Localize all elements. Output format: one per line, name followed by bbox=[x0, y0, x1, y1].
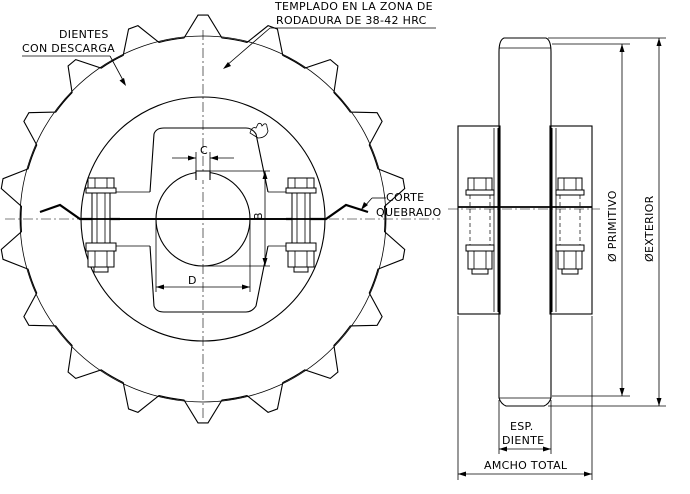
dim-c-label: C bbox=[200, 144, 208, 157]
bolt-left-nut bbox=[87, 250, 115, 268]
bolt-left-shank bbox=[91, 192, 111, 244]
leader-corte: CORTE QUEBRADO bbox=[361, 191, 441, 219]
bolt-right-nut bbox=[287, 250, 315, 268]
hub-split-upper-outline bbox=[149, 127, 269, 193]
hub-split-lower-outline bbox=[149, 245, 269, 313]
side-bolt-left bbox=[465, 177, 495, 275]
dimension-d: D bbox=[155, 219, 251, 292]
front-view: C B D DIENTES CON DESCARGA bbox=[0, 0, 441, 424]
label-exterior: ØEXTERIOR bbox=[643, 195, 656, 262]
label-templado-1: TEMPLADO EN LA ZONA DE bbox=[274, 0, 433, 13]
dimension-c: C bbox=[172, 144, 234, 171]
bolt-right-shank bbox=[291, 192, 311, 244]
bolt-right bbox=[285, 177, 317, 273]
label-templado-2: RODADURA DE 38-42 HRC bbox=[276, 14, 427, 27]
label-dientes-2: CON DESCARGA bbox=[22, 42, 115, 55]
leader-templado: TEMPLADO EN LA ZONA DE RODADURA DE 38-42… bbox=[223, 0, 436, 69]
label-diente: DIENTE bbox=[502, 434, 544, 447]
pitch-circle bbox=[19, 35, 387, 403]
label-dientes-1: DIENTES bbox=[59, 28, 109, 41]
leader-dientes: DIENTES CON DESCARGA bbox=[22, 28, 126, 86]
keyway-edge bbox=[195, 170, 211, 180]
bolt-left bbox=[85, 177, 117, 273]
tooth-profile-outline bbox=[0, 14, 406, 424]
dimension-b: B bbox=[203, 170, 270, 267]
side-bolt-right bbox=[555, 177, 585, 275]
label-esp: ESP. bbox=[510, 420, 534, 433]
bolt-right-head bbox=[287, 177, 315, 189]
keyway-fill bbox=[196, 171, 210, 180]
tooth-band-outline bbox=[498, 37, 552, 407]
dimension-primitivo: Ø PRIMITIVO bbox=[552, 43, 630, 397]
bolt-left-head bbox=[87, 177, 115, 189]
label-corte-2: QUEBRADO bbox=[376, 206, 441, 219]
dim-d-label: D bbox=[188, 274, 197, 287]
side-view: Ø PRIMITIVO ØEXTERIOR ESP. DIENTE bbox=[448, 37, 666, 480]
label-corte-1: CORTE bbox=[386, 191, 424, 204]
dimension-ancho-total: AMCHO TOTAL bbox=[457, 316, 593, 480]
dimension-exterior: ØEXTERIOR bbox=[548, 37, 666, 407]
label-primitivo: Ø PRIMITIVO bbox=[606, 190, 619, 262]
label-ancho-total: AMCHO TOTAL bbox=[484, 459, 568, 472]
dim-b-label: B bbox=[252, 212, 265, 220]
dimension-esp-diente: ESP. DIENTE bbox=[498, 400, 552, 454]
hand-symbol-icon bbox=[249, 122, 269, 139]
